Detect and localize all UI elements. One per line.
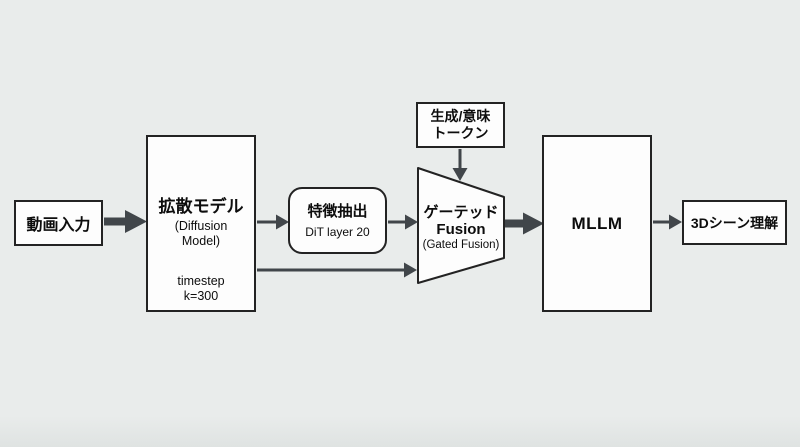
arrow-tokens-to-fusion-icon <box>452 149 468 181</box>
node-video-input: 動画入力 <box>14 200 103 246</box>
node-mllm: MLLM <box>542 135 652 312</box>
diffusion-model-subtitle: (Diffusion Model) <box>148 219 254 249</box>
feature-extraction-title: 特徴抽出 <box>307 203 368 220</box>
node-diffusion-model: 拡散モデル (Diffusion Model) timestep k=300 <box>146 135 256 312</box>
node-gen-semantic-tokens: 生成/意味 トークン <box>416 102 505 148</box>
node-3d-scene-understanding: 3Dシーン理解 <box>682 200 787 245</box>
node-feature-extraction: 特徴抽出 DiT layer 20 <box>288 187 387 254</box>
gated-fusion-line1: ゲーテッド <box>423 204 499 221</box>
tokens-label-line1: 生成/意味 <box>430 108 491 124</box>
diffusion-model-param: timestep k=300 <box>148 274 254 304</box>
diffusion-param-line1: timestep <box>177 274 225 288</box>
gated-fusion-shape <box>417 167 505 284</box>
diffusion-param-line2: k=300 <box>183 289 219 303</box>
diffusion-subtitle-line1: (Diffusion <box>174 219 228 233</box>
arrow-diffusion-to-feature-icon <box>257 214 289 230</box>
feature-extraction-subtitle: DiT layer 20 <box>305 225 370 239</box>
diffusion-model-title: 拡散モデル <box>158 197 244 216</box>
tokens-label-line2: トークン <box>432 125 489 141</box>
arrow-video-to-diffusion-icon <box>104 210 147 233</box>
node-gated-fusion: ゲーテッド Fusion (Gated Fusion) <box>417 203 505 263</box>
arrow-feature-to-fusion-icon <box>388 214 418 230</box>
gated-fusion-line3: (Gated Fusion) <box>422 239 500 251</box>
arrow-diffusion-bypass-to-fusion-icon <box>257 262 417 278</box>
gated-fusion-line2: Fusion <box>436 221 486 238</box>
video-input-label: 動画入力 <box>26 217 91 234</box>
diffusion-subtitle-line2: Model) <box>181 234 221 248</box>
arrow-mllm-to-output-icon <box>653 214 682 230</box>
mllm-label: MLLM <box>571 213 623 233</box>
arrow-fusion-to-mllm-icon <box>505 212 544 235</box>
scene-understanding-label: 3Dシーン理解 <box>690 214 779 231</box>
